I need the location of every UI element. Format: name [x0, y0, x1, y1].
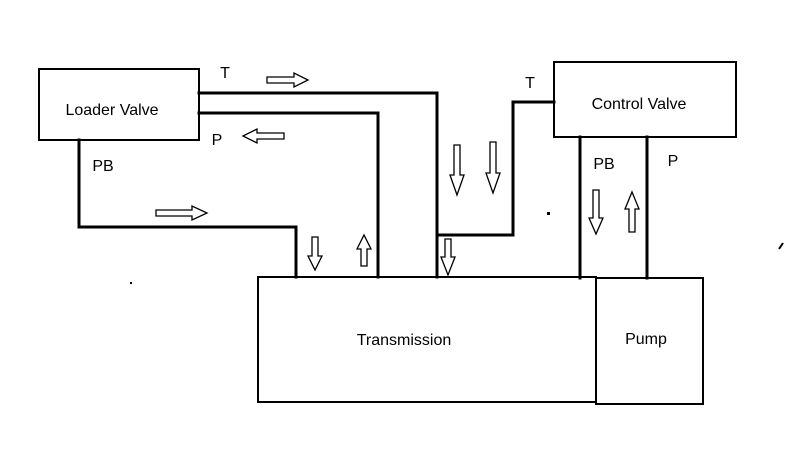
flow-arrow-up-icon: [355, 233, 373, 267]
loader-p-port-label: P: [212, 132, 223, 149]
control-p-port-label: P: [668, 153, 679, 170]
loader-t-line: [197, 91, 439, 279]
flow-arrow-down-icon: [449, 144, 465, 197]
flow-arrow-left-icon: [241, 127, 285, 145]
loader-pb-port-label: PB: [92, 158, 113, 175]
flow-arrows: [155, 71, 640, 277]
loader-pb-line-horizontal: [77, 138, 298, 229]
loader-valve-box: [38, 68, 200, 141]
transmission-label: Transmission: [357, 332, 452, 349]
loader-t-port-label: T: [220, 65, 230, 82]
control-pb-port-label: PB: [593, 156, 614, 173]
loader-valve-label: Loader Valve: [65, 102, 158, 119]
stray-mark: [778, 242, 784, 250]
flow-arrow-down-icon: [440, 238, 456, 277]
loader-valve-block: Loader Valve: [38, 68, 200, 141]
hydraulic-lines: [77, 91, 649, 280]
control-valve-label: Control Valve: [592, 96, 687, 113]
flow-arrow-down-icon: [485, 141, 501, 195]
pump-label: Pump: [625, 331, 667, 348]
loader-p-line: [197, 111, 380, 279]
control-valve-box: [553, 61, 737, 138]
pump-box: [595, 277, 704, 405]
flow-arrow-down-icon: [306, 236, 324, 272]
flow-arrow-right-icon: [266, 71, 310, 89]
pump-block: Pump: [595, 277, 704, 405]
flow-arrow-down-icon: [588, 189, 604, 236]
flow-arrow-up-icon: [624, 190, 640, 233]
control-t-line: [435, 100, 556, 237]
stray-dot: [547, 212, 550, 215]
stray-dot: [130, 282, 132, 284]
control-valve-block: Control Valve: [553, 61, 737, 138]
flow-arrow-right-icon: [155, 204, 209, 222]
control-t-port-label: T: [525, 75, 535, 92]
